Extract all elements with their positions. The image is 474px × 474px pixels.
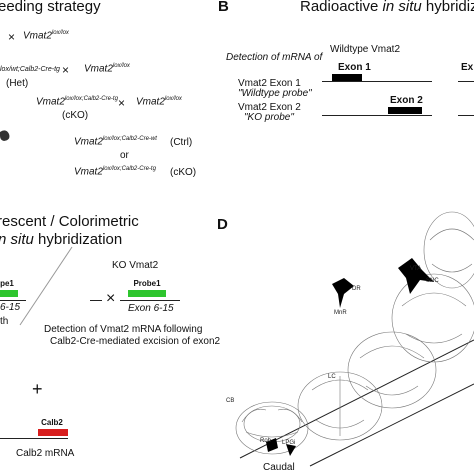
section-4: [391, 273, 474, 363]
probe1-left-label: pe1: [0, 279, 14, 288]
label-rob: Rob: [260, 438, 272, 444]
probe1-desc: "Wildtype probe": [238, 88, 312, 99]
label-snc: SNC: [426, 278, 439, 284]
label-vta: VTA: [410, 266, 421, 272]
plus-symbol: +: [32, 379, 43, 399]
wildtype-vmat2-label: Wildtype Vmat2: [330, 44, 401, 55]
panel-b-title: Radioactive in situ hybridiz: [300, 0, 474, 15]
het-label: (Het): [6, 78, 29, 89]
exon1-bar: [332, 74, 362, 81]
ctrl-genotype: Vmat2lox/lox;Calb2-Cre-wt: [74, 136, 157, 148]
section-2: [297, 371, 383, 441]
deleted-segment-line: [90, 300, 102, 301]
exon2-label: Exon 2: [390, 95, 423, 106]
cko1-label: (cKO): [62, 110, 89, 121]
ko-vmat2-label: KO Vmat2: [112, 260, 159, 271]
probe1-right-label: Probe1: [133, 279, 161, 288]
cross-symbol-1: ×: [8, 30, 16, 44]
section-3: [347, 331, 437, 409]
ko-mrna-line-right: [120, 300, 180, 301]
detection-label: Detection of mRNA of: [226, 52, 323, 63]
exon2-bar: [388, 107, 422, 114]
divider-slash: [19, 246, 73, 326]
second-mrna-line-bottom: [458, 115, 474, 116]
second-mrna-line-top: [458, 81, 474, 82]
probe1-name: Vmat2 Exon 1: [238, 78, 301, 89]
panel-b-letter: B: [218, 0, 229, 15]
cross-symbol: ×: [106, 290, 116, 307]
detection-line1: Detection of Vmat2 mRNA following: [44, 324, 203, 335]
lpgi-nucleus: [286, 444, 296, 456]
parent3-genotype: Vmat2lox/lox: [136, 96, 182, 108]
panel-a-title: eeding strategy: [0, 0, 101, 15]
panel-c-title-line1: rescent / Colorimetric: [0, 213, 139, 230]
cross-symbol-2: ×: [62, 63, 70, 77]
cko1-genotype: Vmat2lox/lox;Calb2-Cre-tg: [36, 96, 118, 108]
detection-line2: Calb2-Cre-mediated excision of exon2: [50, 336, 221, 347]
cross-symbol-3: ×: [118, 96, 126, 110]
exons-right-label: Exon 6-15: [128, 303, 174, 314]
probe2-name: Vmat2 Exon 2: [238, 102, 301, 113]
cko2-genotype: Vmat2lox/lox;Calb2-Cre-tg: [74, 166, 156, 178]
calb2-probe-bar: [38, 429, 68, 436]
parent2-genotype: Vmat2lox/lox: [84, 63, 130, 75]
dr-nucleus: [332, 278, 354, 308]
left-cut-text: th: [0, 316, 9, 327]
calb2-mrna-line: [0, 438, 68, 439]
or-label: or: [120, 150, 129, 161]
panel-c-title-line2: n situ hybridization: [0, 231, 123, 248]
brain-sections-figure: CB Rob LPGi LC MnR DR VTA SNC: [226, 211, 474, 467]
label-mnr: MnR: [334, 310, 347, 316]
calb2-mrna-label: Calb2 mRNA: [16, 448, 75, 459]
probe1-right-bar: [128, 290, 166, 297]
wildtype-mrna-line: [322, 81, 432, 82]
ctrl-label: (Ctrl): [170, 137, 193, 148]
label-lc: LC: [328, 374, 336, 380]
section-rostral: [423, 211, 474, 289]
label-lpgi: LPGi: [282, 440, 295, 446]
label-dr: DR: [352, 286, 361, 292]
vta-snc-nucleus: [398, 258, 434, 294]
mouse-icon: [0, 130, 10, 141]
wildtype-mrna-line-2: [322, 115, 432, 116]
exons-left-label: 6-15: [0, 302, 21, 313]
exon1-label: Exon 1: [338, 62, 371, 73]
panel-d-letter: D: [217, 216, 228, 233]
exon-cut-label: Ex: [461, 62, 474, 73]
calb2-probe-label: Calb2: [41, 418, 63, 427]
ko-mrna-line-left: [0, 300, 26, 301]
raphe-caudal: [266, 438, 278, 452]
label-cb: CB: [226, 398, 234, 404]
parent1-genotype: Vmat2lox/lox: [23, 30, 69, 42]
caudal-label: Caudal: [263, 462, 295, 473]
cko2-label: (cKO): [170, 167, 197, 178]
het-genotype-sup: lox/wt;Calb2-Cre-tg: [0, 66, 60, 73]
probe2-desc: "KO probe": [244, 112, 294, 123]
probe1-left-bar: [0, 290, 18, 297]
